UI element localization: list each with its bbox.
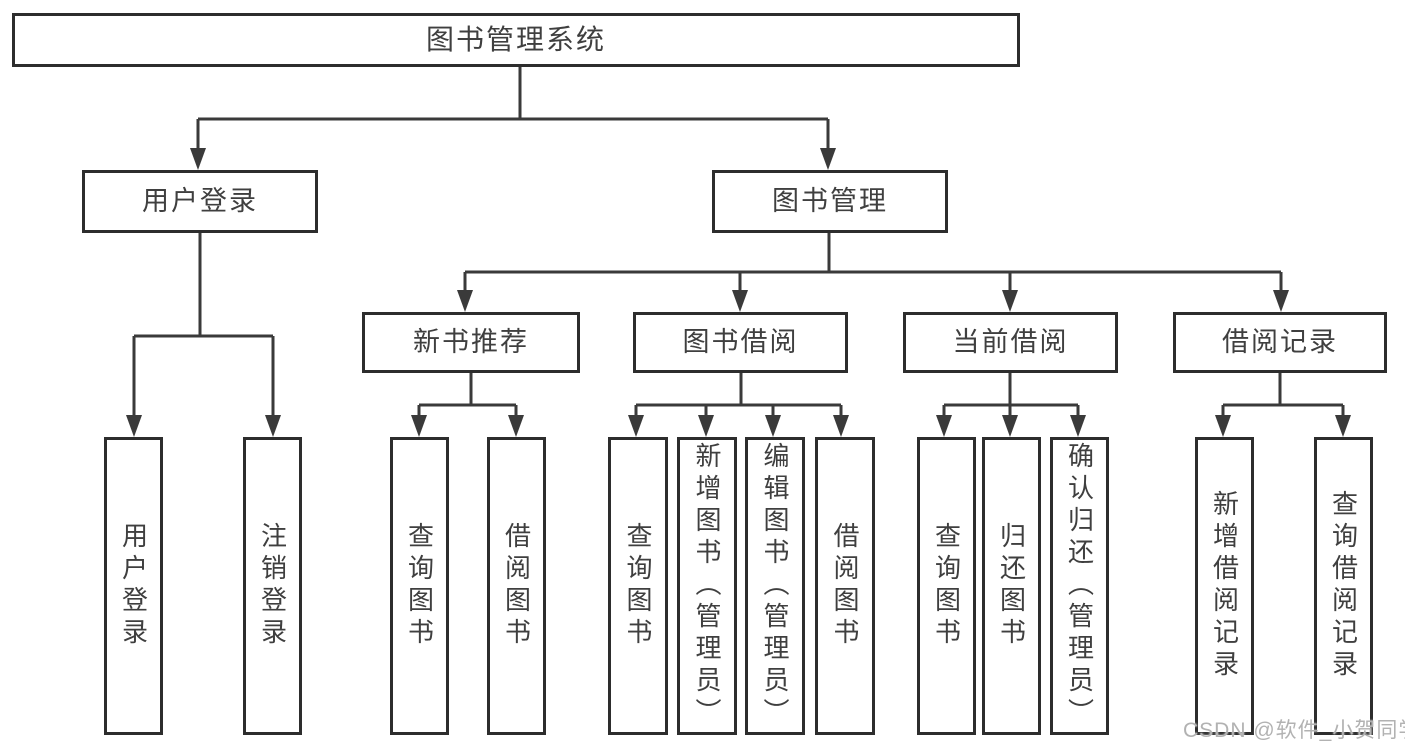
node-current-borrowing: 当前借阅 [903,312,1118,373]
leaf-query-books-borrow: 查询图书 [608,437,668,735]
leaf-return-books: 归还图书 [982,437,1041,735]
leaf-add-borrow-record: 新增借阅记录 [1195,437,1254,735]
node-new-book-recommendation: 新书推荐 [362,312,580,373]
connector-login-branch [126,233,281,437]
node-library-management-system: 图书管理系统 [12,13,1020,67]
leaf-confirm-return-admin: 确认归还（管理员） [1050,437,1109,735]
leaf-borrow-books: 借阅图书 [815,437,875,735]
leaf-edit-books-admin: 编辑图书（管理员） [745,437,805,735]
connector-current-branch [936,373,1086,437]
connector-mgmt-branch [457,233,1289,312]
leaf-logout: 注销登录 [243,437,302,735]
watermark: CSDN @软件_小贺同学 [1183,719,1405,742]
leaf-query-books-recommend: 查询图书 [390,437,449,735]
leaf-query-borrow-record: 查询借阅记录 [1314,437,1373,735]
node-borrowing-records: 借阅记录 [1173,312,1387,373]
connector-records-branch [1215,373,1351,437]
connector-recommend-branch [411,373,524,437]
leaf-user-login: 用户登录 [104,437,163,735]
node-user-login: 用户登录 [82,170,318,233]
connector-root-branch [190,67,836,170]
connector-borrow-branch [628,373,849,437]
leaf-borrow-books-recommend: 借阅图书 [487,437,546,735]
node-book-borrowing: 图书借阅 [633,312,848,373]
leaf-add-books-admin: 新增图书（管理员） [677,437,737,735]
leaf-query-books-current: 查询图书 [917,437,976,735]
node-book-management: 图书管理 [712,170,948,233]
